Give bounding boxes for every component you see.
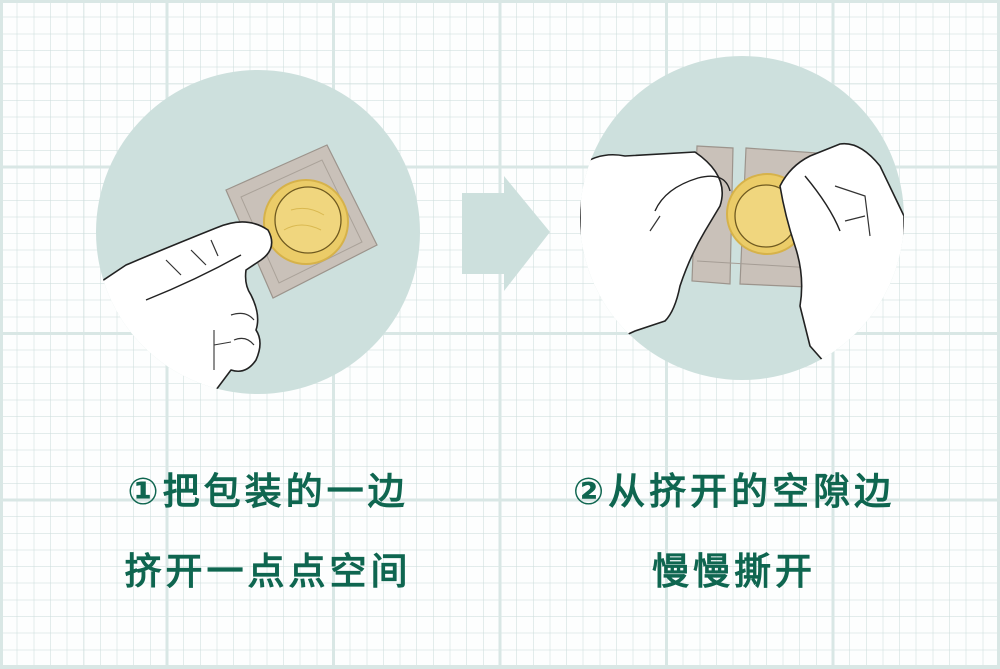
hands-tearing-packet-icon [580,56,904,380]
step-1-illustration [96,70,420,394]
step-2-illustration [580,56,904,380]
step-2-caption-line-2: 慢慢撕开 [652,550,816,593]
right-arrow-icon [460,176,552,298]
hand-pinching-packet-icon [96,70,420,394]
step-2-caption-line-1: ②从挤开的空隙边 [572,470,896,513]
step-1-caption-line-2: 挤开一点点空间 [124,550,412,593]
step-1-caption-line-1: ①把包装的一边 [127,470,409,513]
